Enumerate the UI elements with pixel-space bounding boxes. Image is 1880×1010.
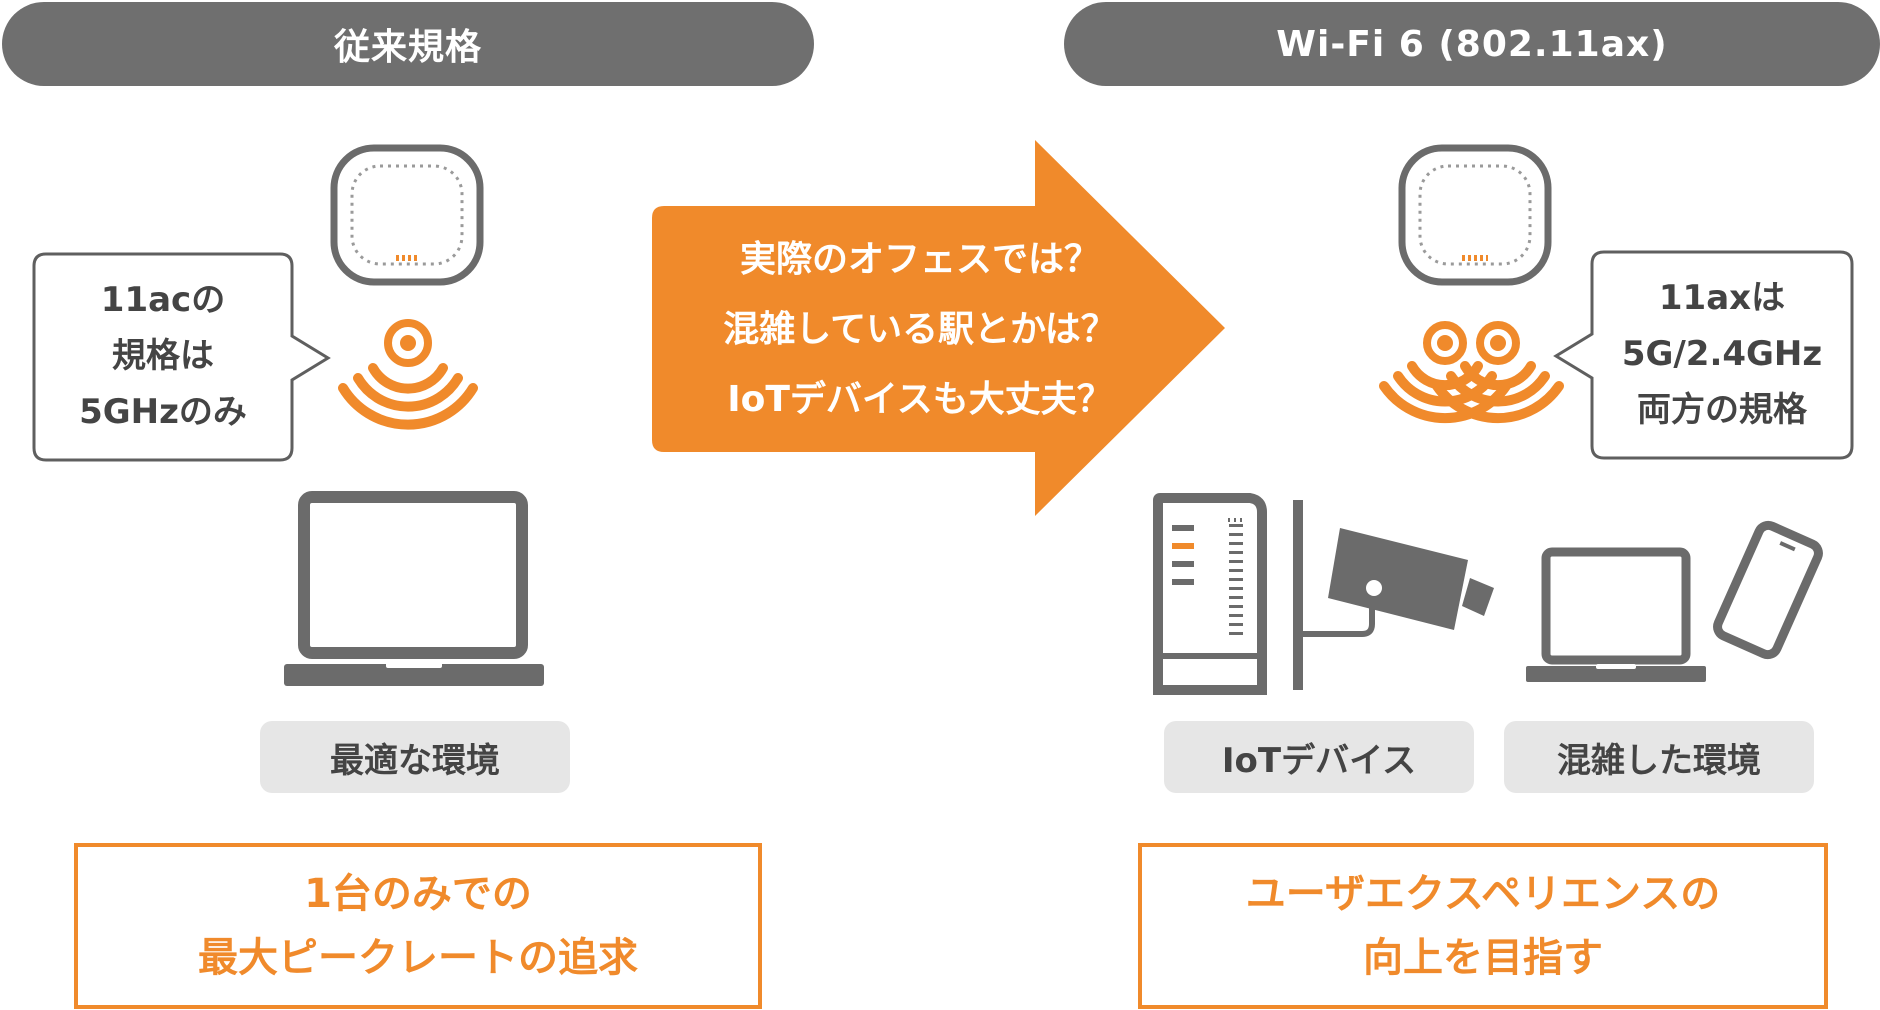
left-header-text: 従来規格: [333, 27, 482, 68]
left-laptop: [284, 491, 544, 686]
right-result-line-2: 向上を目指す: [1363, 935, 1603, 981]
right-header: Wi-Fi 6 (802.11ax): [1064, 2, 1880, 86]
crowded-label: 混雑した環境: [1504, 721, 1814, 793]
iot-camera: [1293, 500, 1494, 690]
left-env-label: 最適な環境: [260, 721, 570, 793]
arrow-line-2: 混雑している駅とかは？: [723, 309, 1117, 350]
right-bubble-line-2: 5G/2.4GHz: [1621, 334, 1823, 374]
right-header-text: Wi-Fi 6 (802.11ax): [1276, 23, 1668, 65]
iot-server: [1153, 493, 1267, 695]
iot-label-text: IoTデバイス: [1221, 740, 1417, 781]
arrow-line-3: IoTデバイスも大丈夫？: [727, 379, 1113, 420]
left-access-point: [330, 144, 484, 286]
left-bubble-line-2: 規格は: [112, 336, 214, 376]
right-result-line-1: ユーザエクスペリエンスの: [1245, 871, 1721, 917]
left-env-label-text: 最適な環境: [330, 740, 500, 781]
arrow-line-1: 実際のオフェスでは？: [739, 239, 1100, 280]
left-bubble-line-3: 5GHzのみ: [79, 392, 247, 432]
right-bubble-line-3: 両方の規格: [1637, 390, 1807, 430]
right-bubble-line-1: 11axは: [1658, 278, 1786, 318]
crowded-label-text: 混雑した環境: [1557, 740, 1761, 781]
right-result-box: ユーザエクスペリエンスの 向上を目指す: [1138, 843, 1828, 1009]
left-result-box: 1台のみでの 最大ピークレートの追求: [74, 843, 762, 1009]
left-result-line-1: 1台のみでの: [304, 871, 532, 917]
left-result-line-2: 最大ピークレートの追求: [198, 935, 638, 981]
arrow-text: 実際のオフェスでは？ 混雑している駅とかは？ IoTデバイスも大丈夫？: [660, 225, 1180, 435]
left-bubble-line-1: 11acの: [100, 280, 226, 320]
right-access-point: [1398, 144, 1552, 286]
left-wifi-signal: [338, 319, 478, 430]
right-smartphone: [1713, 520, 1823, 660]
left-bubble-text: 11acの 規格は 5GHzのみ: [34, 272, 292, 440]
iot-label: IoTデバイス: [1164, 721, 1474, 793]
left-header: 従来規格: [2, 2, 814, 86]
right-laptop: [1526, 547, 1706, 682]
right-bubble-text: 11axは 5G/2.4GHz 両方の規格: [1592, 270, 1852, 438]
right-wifi-signal: [1379, 321, 1564, 424]
